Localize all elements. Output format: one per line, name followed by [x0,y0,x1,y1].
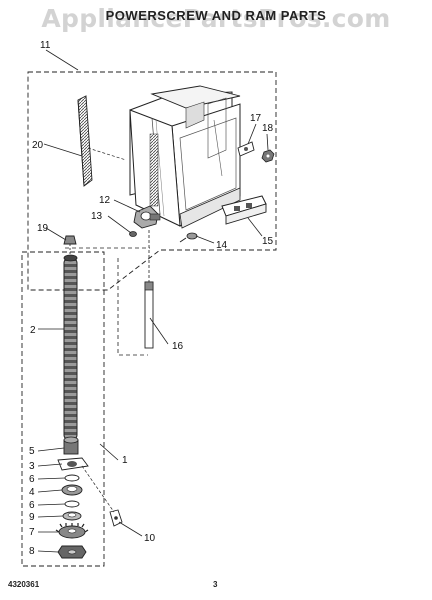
callout-10: 10 [144,533,156,544]
callout-19: 19 [37,223,49,234]
page-title: POWERSCREW AND RAM PARTS [105,8,327,23]
callout-2: 2 [30,325,36,336]
callout-5: 5 [29,446,35,457]
callout-16: 16 [172,341,184,352]
guide-plate-part [221,195,267,225]
callout-11: 11 [40,40,51,51]
drive-coupling-part [133,205,161,229]
callout-12: 12 [99,195,111,206]
thrust-plate-part [57,457,89,471]
powerscrew-part [63,254,78,441]
washer-part-2 [64,500,80,508]
bottom-nut-part [57,545,87,559]
callout-18: 18 [262,123,274,134]
callout-3: 3 [29,461,35,472]
callout-17: 17 [250,113,262,124]
spacer-part [62,511,82,521]
page-number: 3 [213,580,218,589]
bearing-part [61,484,83,496]
callout-20: 20 [32,140,44,151]
callout-14: 14 [216,240,228,251]
drive-rod-part [144,230,154,349]
nut-part [261,149,275,163]
bracket-part [237,141,255,157]
callout-15: 15 [262,236,274,247]
document-number: 4320361 [8,580,40,589]
clip-part [109,509,123,527]
callout-1: 1 [122,455,128,466]
callout-9: 9 [29,512,35,523]
ram-box-part [129,85,241,229]
callout-labels: 11 20 12 13 19 2 5 3 6 4 6 9 7 8 1 10 16… [29,40,274,557]
callout-4: 4 [29,487,35,498]
callout-6a: 6 [29,474,35,485]
washer-part [64,474,80,482]
callout-13: 13 [91,211,103,222]
callout-7: 7 [29,527,35,538]
powerscrew-assembly-boundary [21,251,105,567]
gear-part [55,523,89,539]
callout-6b: 6 [29,500,35,511]
small-screw-part [129,231,137,237]
screw-cap-part [63,235,77,258]
screw-part [179,232,198,243]
callout-8: 8 [29,546,35,557]
ram-assembly-boundary [27,71,277,291]
collar-part [63,436,79,455]
side-channel-part [77,95,93,187]
